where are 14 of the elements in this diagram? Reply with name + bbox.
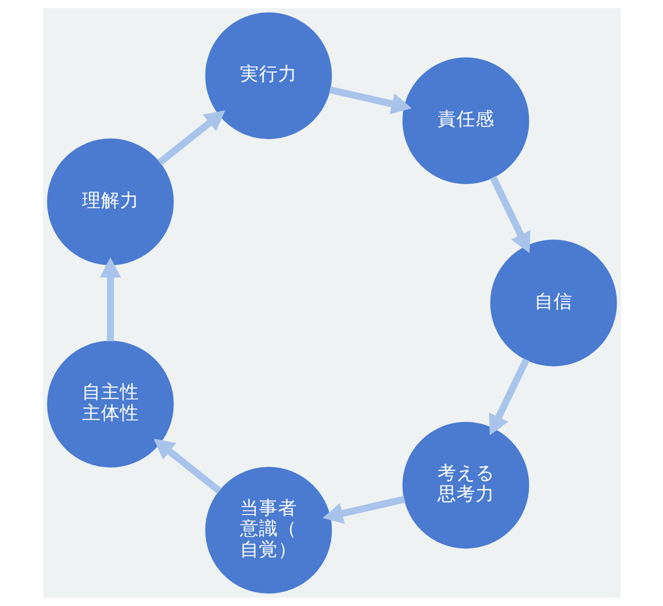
node-circle: 責任感 <box>402 57 529 184</box>
arrow <box>99 257 121 342</box>
node-circle: 自信 <box>490 240 616 366</box>
node-circle: 考える思考力 <box>402 422 529 549</box>
node-circle: 当事者意識（自覚） <box>204 466 332 594</box>
arrow <box>156 110 225 166</box>
arrow <box>153 438 222 494</box>
arrow <box>488 358 529 436</box>
node-circle: 実行力 <box>204 12 332 140</box>
arrow <box>489 176 530 254</box>
node-circle: 理解力 <box>46 138 174 266</box>
node-circle: 自主性主体性 <box>46 340 174 468</box>
arrow <box>322 496 405 524</box>
arrow <box>328 86 412 114</box>
